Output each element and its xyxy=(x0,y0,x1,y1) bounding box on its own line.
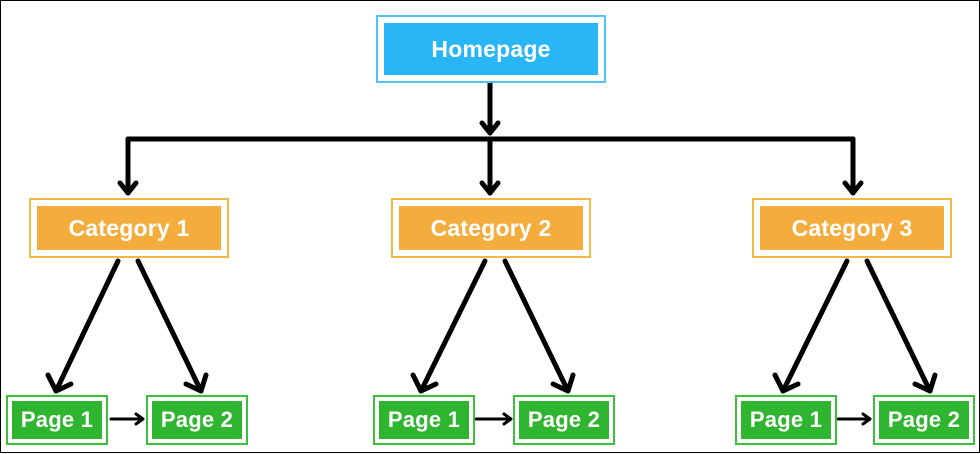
arrowhead xyxy=(479,120,501,136)
category-label: Category 3 xyxy=(760,206,944,250)
page-node-category-2-page-2: Page 2 xyxy=(513,395,615,445)
page-label: Page 2 xyxy=(879,401,969,439)
category-node-2: Category 2 xyxy=(391,198,591,258)
connector-category-1-to-page-1 xyxy=(53,258,121,394)
category-node-1: Category 1 xyxy=(29,198,229,258)
page-node-category-3-page-2: Page 2 xyxy=(873,395,975,445)
arrowhead xyxy=(134,412,145,426)
page-label: Page 2 xyxy=(152,401,242,439)
arrowhead xyxy=(550,372,576,394)
arrowhead xyxy=(842,180,864,196)
connector-category-3-to-page-2 xyxy=(864,258,933,394)
arrowhead xyxy=(117,180,139,196)
connector-category-1-to-page-2 xyxy=(135,258,204,394)
category-node-3: Category 3 xyxy=(752,198,952,258)
page-node-category-3-page-1: Page 1 xyxy=(735,395,837,445)
page-label: Page 1 xyxy=(379,401,469,439)
arrowhead xyxy=(410,372,439,394)
connector-category-2-to-page-1 xyxy=(418,258,488,394)
category-label: Category 1 xyxy=(37,206,221,250)
page-node-category-2-page-1: Page 1 xyxy=(373,395,475,445)
arrowhead xyxy=(479,180,501,196)
arrowhead xyxy=(183,372,209,394)
connector-category-3-to-page-1 xyxy=(780,258,850,394)
connector-category-2-to-page-2 xyxy=(502,258,571,394)
arrowhead xyxy=(912,372,938,394)
homepage-node: Homepage xyxy=(376,15,606,83)
arrowhead xyxy=(502,412,513,426)
arrowhead xyxy=(45,372,74,394)
page-node-category-1-page-2: Page 2 xyxy=(146,395,248,445)
page-node-category-1-page-1: Page 1 xyxy=(6,395,108,445)
page-label: Page 1 xyxy=(741,401,831,439)
homepage-label: Homepage xyxy=(384,23,598,75)
page-label: Page 1 xyxy=(12,401,102,439)
category-label: Category 2 xyxy=(399,206,583,250)
page-label: Page 2 xyxy=(519,401,609,439)
arrowhead xyxy=(861,412,872,426)
arrowhead xyxy=(772,372,801,394)
